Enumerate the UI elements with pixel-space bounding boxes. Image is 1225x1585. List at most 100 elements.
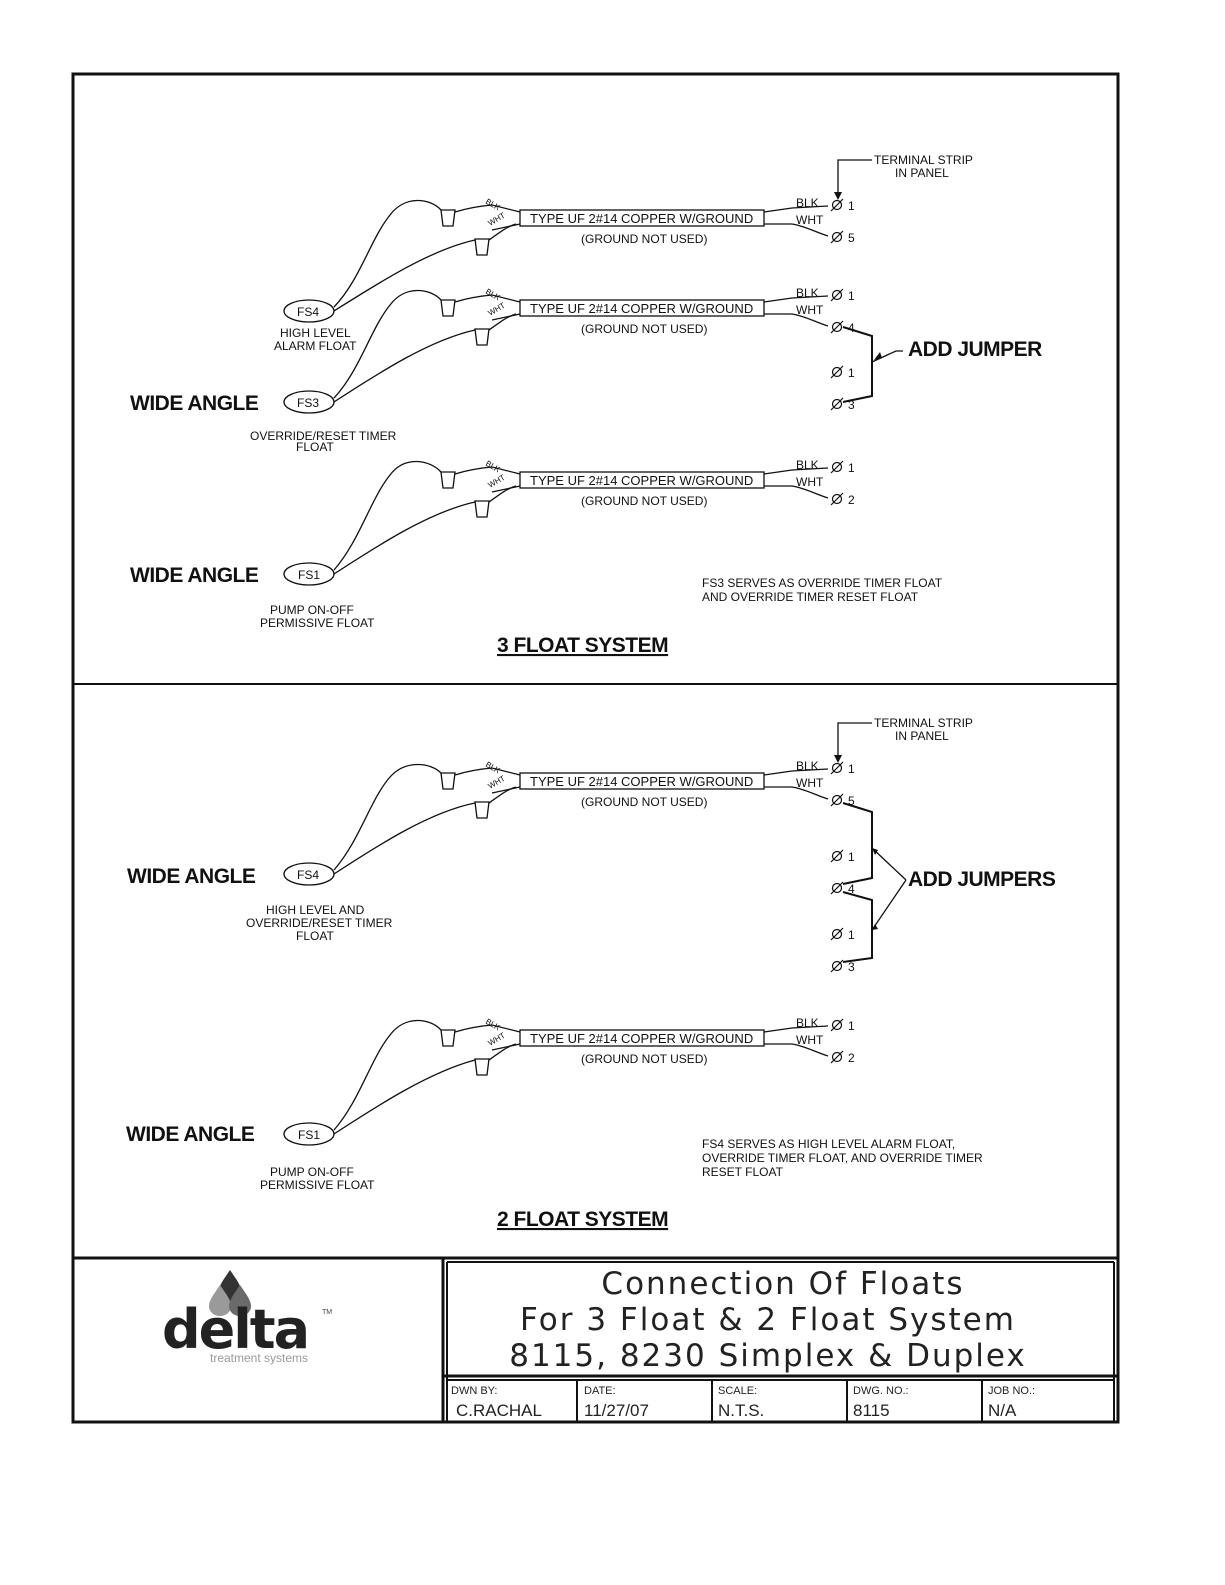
- svg-text:WHT: WHT: [487, 774, 507, 791]
- float-fs4: [283, 299, 335, 323]
- float-fs1: [283, 1122, 335, 1146]
- three-float-diagram: TERMINAL STRIP IN PANEL BLK WHT TYPE UF …: [130, 153, 1043, 657]
- svg-text:WHT: WHT: [796, 1033, 824, 1047]
- note-line: FS4 SERVES AS HIGH LEVEL ALARM FLOAT,: [702, 1137, 955, 1151]
- cable-row-fs1: BLK WHT TYPE UF 2#14 COPPER W/GROUND (GR…: [440, 458, 855, 518]
- svg-text:BLK: BLK: [484, 760, 502, 776]
- cable-row-fs4: BLK WHT TYPE UF 2#14 COPPER W/GROUND (GR…: [440, 196, 855, 256]
- svg-text:WHT: WHT: [796, 303, 824, 317]
- svg-text:WHT: WHT: [487, 211, 507, 228]
- terminal-strip-label: TERMINAL STRIP: [874, 716, 973, 730]
- cable-row-fs3: BLK WHT TYPE UF 2#14 COPPER W/GROUND (GR…: [440, 286, 855, 346]
- terminal-number: 2: [848, 493, 855, 507]
- terminal-number: 1: [848, 850, 855, 864]
- svg-text:FS4: FS4: [297, 868, 319, 882]
- note-line: OVERRIDE TIMER FLOAT, AND OVERRIDE TIMER: [702, 1151, 983, 1165]
- terminal-number: 4: [848, 321, 855, 335]
- outer-frame: [71, 72, 1120, 1424]
- terminal-number: 1: [848, 289, 855, 303]
- float-description: FLOAT: [296, 440, 334, 454]
- add-jumpers-label: ADD JUMPERS: [908, 868, 1056, 891]
- svg-text:FS1: FS1: [298, 1128, 320, 1142]
- terminal-number: 1: [848, 1019, 855, 1033]
- note-line: FS3 SERVES AS OVERRIDE TIMER FLOAT: [702, 576, 943, 590]
- wide-angle-label: WIDE ANGLE: [130, 564, 259, 587]
- terminal-number: 5: [848, 794, 855, 808]
- job-no-value: N/A: [988, 1401, 1017, 1420]
- float-description: PUMP ON-OFF: [270, 603, 354, 617]
- system-title: 3 FLOAT SYSTEM: [497, 634, 668, 657]
- svg-text:WHT: WHT: [487, 301, 507, 318]
- svg-text:FS3: FS3: [297, 396, 319, 410]
- svg-text:TM: TM: [322, 1309, 332, 1316]
- terminal-number: 1: [848, 461, 855, 475]
- job-no-label: JOB NO.:: [988, 1385, 1035, 1397]
- jumper-wire: [842, 802, 873, 885]
- wide-angle-label: WIDE ANGLE: [127, 865, 256, 888]
- float-description: PERMISSIVE FLOAT: [260, 1178, 375, 1192]
- svg-text:BLK: BLK: [484, 287, 502, 303]
- delta-logo: delta TM treatment systems: [162, 1270, 332, 1365]
- cable-label: TYPE UF 2#14 COPPER W/GROUND: [530, 211, 753, 226]
- svg-text:BLK: BLK: [484, 459, 502, 475]
- ground-note: (GROUND NOT USED): [581, 1052, 707, 1066]
- terminal-number: 4: [848, 882, 855, 896]
- droplets-icon: [209, 1270, 251, 1316]
- cable-label: TYPE UF 2#14 COPPER W/GROUND: [530, 301, 753, 316]
- drawing-title-line-1: Connection Of Floats: [601, 1266, 964, 1302]
- jumper-wire: [842, 326, 873, 403]
- scale-value: N.T.S.: [718, 1401, 764, 1420]
- svg-text:BLK: BLK: [484, 1017, 502, 1033]
- svg-text:BLK: BLK: [796, 458, 819, 472]
- drawing-title-line-2: For 3 Float & 2 Float System: [520, 1302, 1016, 1338]
- ground-note: (GROUND NOT USED): [581, 322, 707, 336]
- ground-note: (GROUND NOT USED): [581, 494, 707, 508]
- terminal-strip-label-2: IN PANEL: [895, 166, 949, 180]
- terminal-number: 1: [848, 199, 855, 213]
- cable-label: TYPE UF 2#14 COPPER W/GROUND: [530, 1031, 753, 1046]
- float-description: HIGH LEVEL: [280, 326, 351, 340]
- drawn-by-value: C.RACHAL: [456, 1401, 542, 1420]
- date-value: 11/27/07: [584, 1401, 649, 1420]
- logo-tagline: treatment systems: [210, 1351, 308, 1365]
- system-title: 2 FLOAT SYSTEM: [497, 1208, 668, 1231]
- svg-text:FS4: FS4: [297, 305, 319, 319]
- add-jumper-label: ADD JUMPER: [908, 338, 1042, 361]
- float-fs4: [283, 862, 335, 886]
- dwg-no-label: DWG. NO.:: [853, 1385, 909, 1397]
- cable-label: TYPE UF 2#14 COPPER W/GROUND: [530, 774, 753, 789]
- svg-text:WHT: WHT: [796, 776, 824, 790]
- float-description: OVERRIDE/RESET TIMER: [250, 429, 397, 443]
- svg-text:BLK: BLK: [796, 196, 819, 210]
- wide-angle-label: WIDE ANGLE: [130, 392, 259, 415]
- wide-angle-label: WIDE ANGLE: [126, 1123, 255, 1146]
- float-description: OVERRIDE/RESET TIMER: [246, 916, 393, 930]
- drawn-by-label: DWN BY:: [451, 1385, 497, 1397]
- title-block: Connection Of Floats For 3 Float & 2 Flo…: [441, 1258, 1118, 1422]
- svg-text:BLK: BLK: [796, 286, 819, 300]
- svg-text:WHT: WHT: [487, 1031, 507, 1048]
- scale-label: SCALE:: [718, 1385, 757, 1397]
- float-description: HIGH LEVEL AND: [266, 903, 365, 917]
- note-line: AND OVERRIDE TIMER RESET FLOAT: [702, 590, 919, 604]
- dwg-no-value: 8115: [853, 1401, 890, 1420]
- svg-text:FS1: FS1: [298, 568, 320, 582]
- svg-text:WHT: WHT: [796, 475, 824, 489]
- terminal-number: 3: [848, 398, 855, 412]
- terminal-number: 5: [848, 231, 855, 245]
- float-description: ALARM FLOAT: [274, 339, 357, 353]
- ground-note: (GROUND NOT USED): [581, 232, 707, 246]
- terminal-number: 1: [848, 762, 855, 776]
- float-fs3: [283, 390, 335, 414]
- terminal-number: 1: [848, 928, 855, 942]
- terminal-strip-label-2: IN PANEL: [895, 729, 949, 743]
- terminal-strip-label: TERMINAL STRIP: [874, 153, 973, 167]
- float-description: PUMP ON-OFF: [270, 1165, 354, 1179]
- svg-text:WHT: WHT: [487, 473, 507, 490]
- float-description: FLOAT: [296, 929, 334, 943]
- cable-row-fs4: BLK WHT TYPE UF 2#14 COPPER W/GROUND (GR…: [440, 759, 855, 819]
- terminal-number: 3: [848, 960, 855, 974]
- two-float-diagram: TERMINAL STRIP IN PANEL BLK WHT TYPE UF …: [126, 716, 1056, 1231]
- svg-text:BLK: BLK: [796, 1016, 819, 1030]
